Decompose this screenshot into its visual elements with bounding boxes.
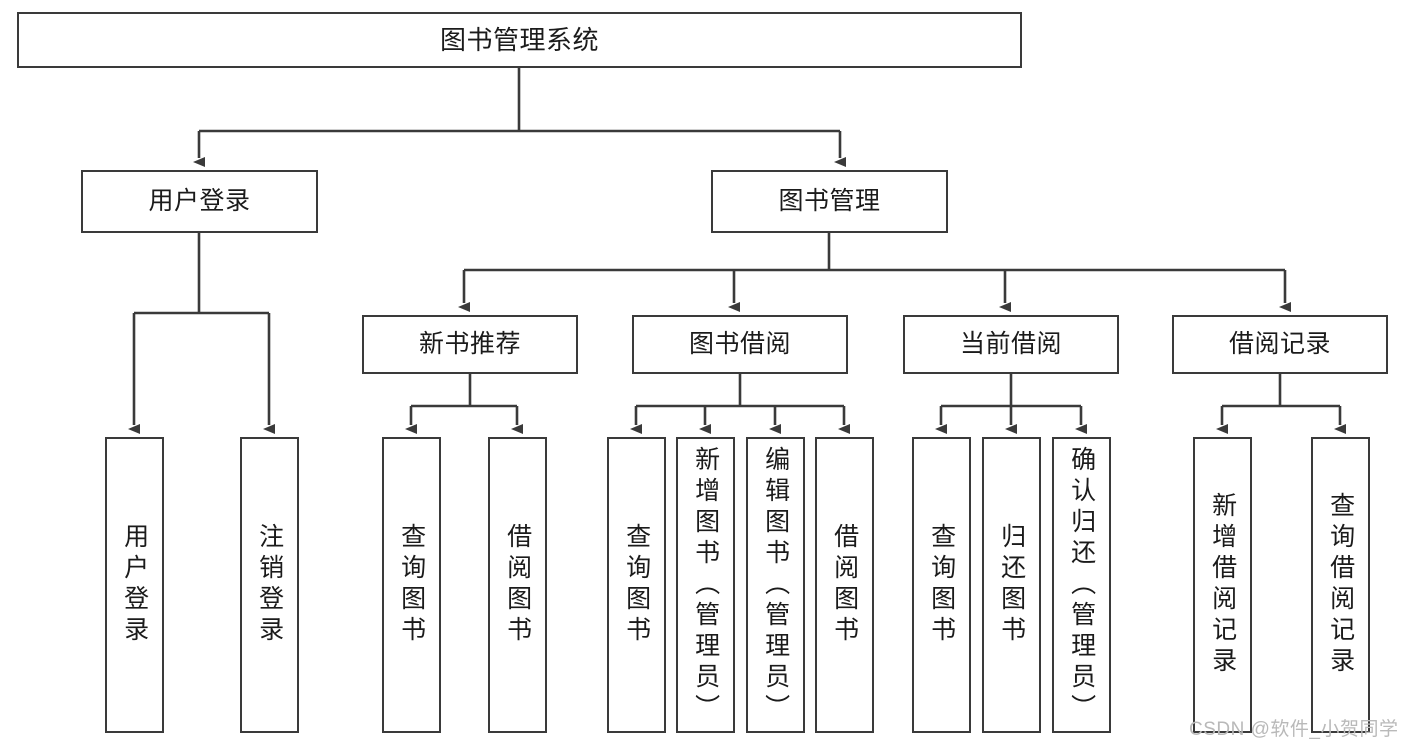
leaf-confirm-return-admin[interactable]: 确认归还（管理员） [1052,437,1111,733]
node-book-borrow[interactable]: 图书借阅 [632,315,848,374]
leaf-edit-book-admin[interactable]: 编辑图书（管理员） [746,437,805,733]
node-label: 借阅图书 [503,523,532,647]
node-label: 图书管理 [778,186,881,215]
node-label: 查询图书 [622,523,651,647]
node-label: 查询借阅记录 [1326,492,1355,678]
node-label: 新书推荐 [418,329,521,358]
leaf-query-borrow-record[interactable]: 查询借阅记录 [1311,437,1370,733]
node-user-login[interactable]: 用户登录 [81,170,318,233]
node-label: 用户登录 [148,186,251,215]
node-label: 用户登录 [120,523,149,647]
node-label: 确认归还（管理员） [1067,445,1096,725]
node-borrow-record[interactable]: 借阅记录 [1172,315,1388,374]
leaf-add-book-admin[interactable]: 新增图书（管理员） [676,437,735,733]
node-label: 编辑图书（管理员） [761,445,790,725]
node-label: 借阅记录 [1228,329,1331,358]
node-book-management[interactable]: 图书管理 [711,170,948,233]
leaf-logout[interactable]: 注销登录 [240,437,299,733]
leaf-borrow-book[interactable]: 借阅图书 [815,437,874,733]
node-label: 图书借阅 [688,329,791,358]
leaf-query-book-newbook[interactable]: 查询图书 [382,437,441,733]
node-root-system[interactable]: 图书管理系统 [17,12,1022,68]
node-label: 查询图书 [397,523,426,647]
node-label: 图书管理系统 [439,24,599,55]
node-label: 新增图书（管理员） [691,445,720,725]
node-label: 注销登录 [255,523,284,647]
node-label: 归还图书 [997,523,1026,647]
node-current-borrow[interactable]: 当前借阅 [903,315,1119,374]
leaf-add-borrow-record[interactable]: 新增借阅记录 [1193,437,1252,733]
node-label: 借阅图书 [830,523,859,647]
leaf-borrow-book-newbook[interactable]: 借阅图书 [488,437,547,733]
leaf-query-book-borrow[interactable]: 查询图书 [607,437,666,733]
leaf-query-book-current[interactable]: 查询图书 [912,437,971,733]
leaf-return-book[interactable]: 归还图书 [982,437,1041,733]
node-label: 当前借阅 [959,329,1062,358]
leaf-user-login[interactable]: 用户登录 [105,437,164,733]
node-new-book-recommend[interactable]: 新书推荐 [362,315,578,374]
node-label: 新增借阅记录 [1208,492,1237,678]
node-label: 查询图书 [927,523,956,647]
watermark-text: CSDN @软件_小贺同学 [1189,719,1399,740]
